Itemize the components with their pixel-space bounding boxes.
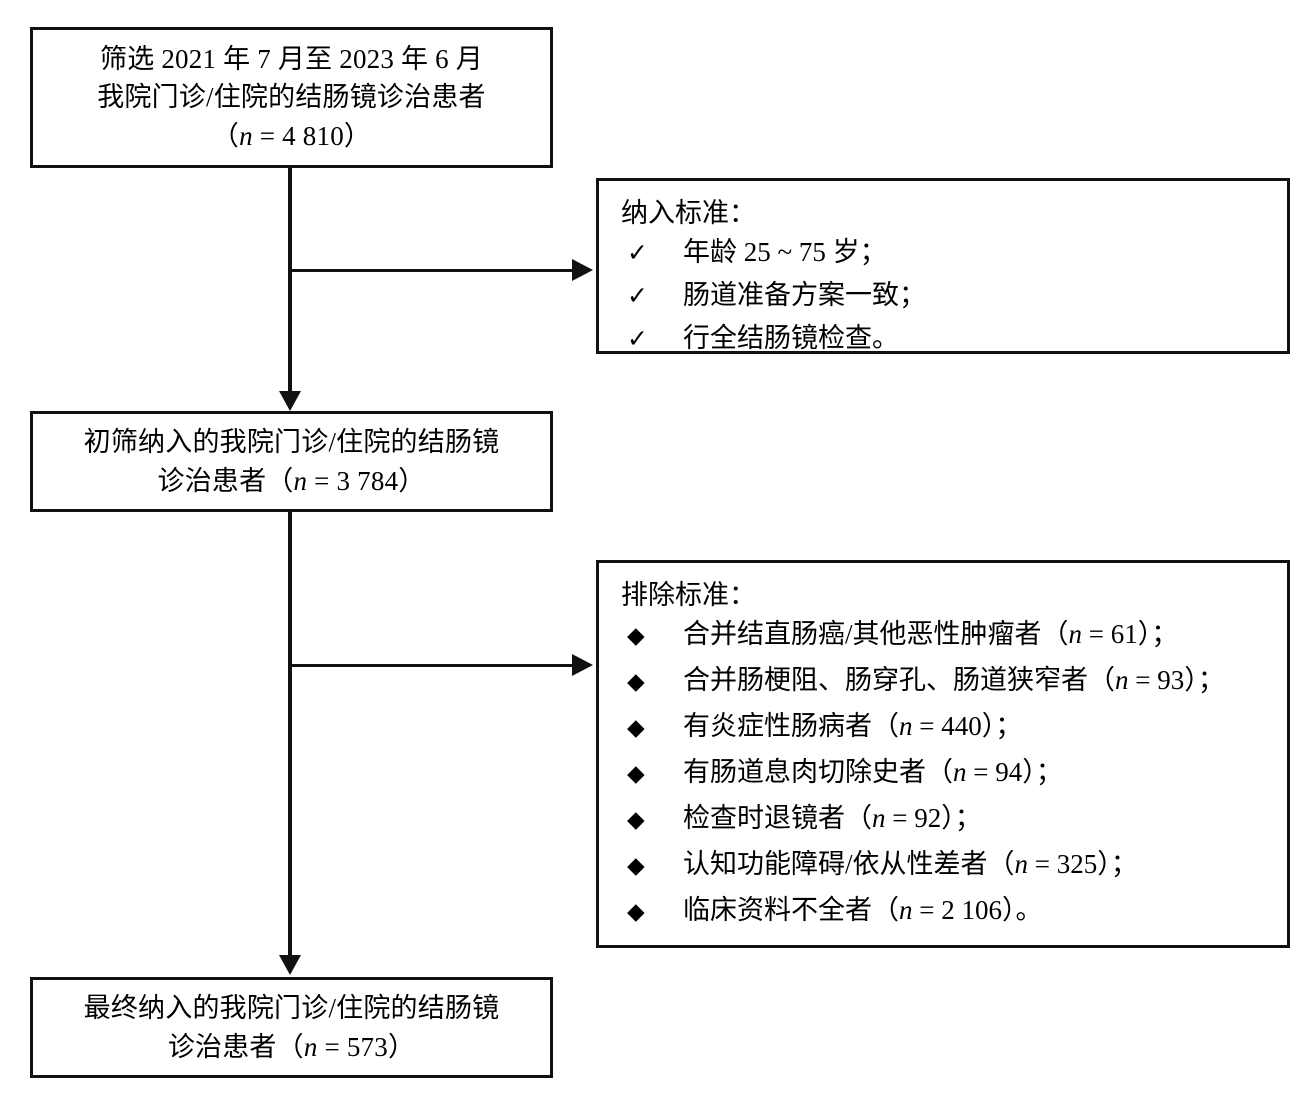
arrowhead-down-final <box>279 955 301 975</box>
exclusion-item: ◆ 认知功能障碍/依从性差者（n = 325）； <box>621 848 1287 879</box>
inclusion-item-label: 行全结肠镜检查。 <box>683 322 899 353</box>
exclusion-item: ◆ 有炎症性肠病者（n = 440）； <box>621 710 1287 741</box>
initial-included-line-2: 诊治患者（n = 3 784） <box>157 465 426 496</box>
check-mark-icon: ✓ <box>627 239 648 267</box>
screened-line-2: 我院门诊/住院的结肠镜诊治患者 <box>97 82 486 113</box>
exclusion-item-label: 有炎症性肠病者（n = 440）； <box>683 710 1023 741</box>
exclusion-item-label: 认知功能障碍/依从性差者（n = 325）； <box>683 848 1138 879</box>
exclusion-item-label: 合并肠梗阻、肠穿孔、肠道狭窄者（n = 93）； <box>683 664 1225 695</box>
diamond-bullet-icon: ◆ <box>627 898 645 924</box>
exclusion-item: ◆ 有肠道息肉切除史者（n = 94）； <box>621 756 1287 787</box>
connector-to-exclusion <box>290 664 573 667</box>
screened-box: 筛选 2021 年 7 月至 2023 年 6 月 我院门诊/住院的结肠镜诊治患… <box>30 27 553 168</box>
exclusion-item-label: 有肠道息肉切除史者（n = 94）； <box>683 756 1063 787</box>
screened-line-1: 筛选 2021 年 7 月至 2023 年 6 月 <box>100 44 483 74</box>
diamond-bullet-icon: ◆ <box>627 714 645 740</box>
check-mark-icon: ✓ <box>627 325 648 353</box>
exclusion-title: 排除标准： <box>621 580 756 610</box>
inclusion-item-label: 年龄 25 ~ 75 岁； <box>683 236 887 267</box>
initial-included-line-1: 初筛纳入的我院门诊/住院的结肠镜 <box>83 427 500 458</box>
inclusion-item: ✓ 肠道准备方案一致； <box>621 279 1287 310</box>
connector-to-inclusion <box>290 269 573 272</box>
arrowhead-right-inclusion <box>572 259 593 281</box>
inclusion-title: 纳入标准： <box>621 198 756 228</box>
inclusion-item: ✓ 行全结肠镜检查。 <box>621 322 1287 353</box>
screened-line-3: （n = 4 810） <box>211 120 372 151</box>
diamond-bullet-icon: ◆ <box>627 622 645 648</box>
exclusion-item-label: 检查时退镜者（n = 92）； <box>683 802 982 833</box>
diamond-bullet-icon: ◆ <box>627 760 645 786</box>
exclusion-item: ◆ 检查时退镜者（n = 92）； <box>621 802 1287 833</box>
inclusion-item: ✓ 年龄 25 ~ 75 岁； <box>621 236 1287 267</box>
arrowhead-right-exclusion <box>572 654 593 676</box>
inclusion-item-label: 肠道准备方案一致； <box>683 279 926 310</box>
exclusion-item: ◆ 合并结直肠癌/其他恶性肿瘤者（n = 61）； <box>621 618 1287 649</box>
inclusion-list: ✓ 年龄 25 ~ 75 岁； ✓ 肠道准备方案一致； ✓ 行全结肠镜检查。 <box>621 236 1287 353</box>
diamond-bullet-icon: ◆ <box>627 668 645 694</box>
initial-included-box: 初筛纳入的我院门诊/住院的结肠镜 诊治患者（n = 3 784） <box>30 411 553 512</box>
exclusion-item: ◆ 合并肠梗阻、肠穿孔、肠道狭窄者（n = 93）； <box>621 664 1287 695</box>
exclusion-list: ◆ 合并结直肠癌/其他恶性肿瘤者（n = 61）； ◆ 合并肠梗阻、肠穿孔、肠道… <box>621 618 1287 925</box>
exclusion-item-label: 临床资料不全者（n = 2 106）。 <box>683 894 1043 925</box>
exclusion-item: ◆ 临床资料不全者（n = 2 106）。 <box>621 894 1287 925</box>
check-mark-icon: ✓ <box>627 282 648 310</box>
connector-screened-to-initial <box>288 167 292 392</box>
diamond-bullet-icon: ◆ <box>627 852 645 878</box>
exclusion-criteria-box: 排除标准： ◆ 合并结直肠癌/其他恶性肿瘤者（n = 61）； ◆ 合并肠梗阻、… <box>596 560 1290 948</box>
inclusion-criteria-box: 纳入标准： ✓ 年龄 25 ~ 75 岁； ✓ 肠道准备方案一致； ✓ 行全结肠… <box>596 178 1290 354</box>
final-included-line-1: 最终纳入的我院门诊/住院的结肠镜 <box>83 993 500 1024</box>
arrowhead-down-initial <box>279 391 301 411</box>
exclusion-item-label: 合并结直肠癌/其他恶性肿瘤者（n = 61）； <box>683 618 1179 649</box>
final-included-box: 最终纳入的我院门诊/住院的结肠镜 诊治患者（n = 573） <box>30 977 553 1078</box>
diamond-bullet-icon: ◆ <box>627 806 645 832</box>
connector-initial-to-final <box>288 512 292 956</box>
final-included-line-2: 诊治患者（n = 573） <box>167 1031 416 1062</box>
